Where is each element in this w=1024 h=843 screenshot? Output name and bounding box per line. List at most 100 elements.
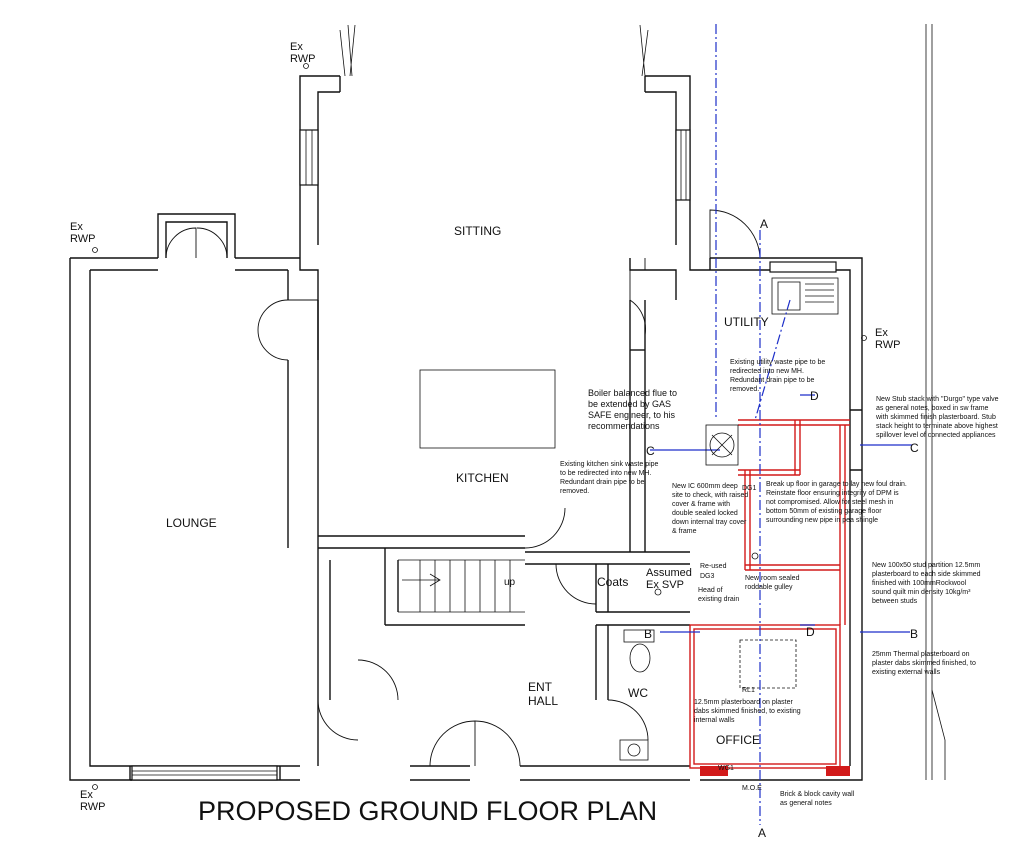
utility-walls bbox=[700, 257, 863, 781]
note-line: dabs skimmed finished, to existing bbox=[694, 708, 801, 715]
room-label-ent: ENT bbox=[528, 680, 553, 694]
note-line: as general notes bbox=[780, 800, 832, 807]
wc-fixtures bbox=[619, 629, 655, 761]
note-line: Head of bbox=[698, 587, 723, 594]
section-marker-d: D bbox=[810, 389, 819, 403]
note-line: plasterboard to each side skimmed bbox=[872, 571, 981, 578]
lounge-walls bbox=[69, 213, 300, 781]
note-line: sound quilt min density 10kg/m³ bbox=[872, 589, 971, 596]
note-line: between studs bbox=[872, 598, 918, 605]
front-windows bbox=[131, 765, 278, 781]
tag-moe: M.O.E bbox=[742, 785, 762, 792]
tag-ex-svp: Ex SVP bbox=[646, 579, 684, 591]
note-new-ic: New IC 600mm deep site to check, with ra… bbox=[672, 483, 748, 535]
note-line: to be redirected into new MH. bbox=[560, 470, 651, 477]
note-head-drain: Head of existing drain bbox=[698, 587, 739, 603]
note-line: recommendations bbox=[588, 421, 660, 431]
note-line: New IC 600mm deep bbox=[672, 483, 738, 490]
room-label-lounge: LOUNGE bbox=[166, 516, 217, 530]
sitting-walls bbox=[299, 24, 691, 258]
note-stub-stack: New Stub stack with "Durgo" type valve a… bbox=[875, 396, 999, 439]
doors bbox=[165, 209, 761, 767]
note-line: Existing kitchen sink waste pipe bbox=[560, 461, 659, 468]
rwp-ex-label: Ex bbox=[290, 41, 303, 53]
room-label-office: OFFICE bbox=[716, 733, 760, 747]
note-line: cover & frame with bbox=[672, 501, 730, 508]
section-marker-c: C bbox=[910, 441, 919, 455]
room-label-coats: Coats bbox=[597, 575, 628, 589]
note-thermal: 25mm Thermal plasterboard on plaster dab… bbox=[872, 651, 976, 676]
kitchen-island bbox=[419, 369, 556, 449]
room-label-utility: UTILITY bbox=[724, 315, 769, 329]
note-line: Brick & block cavity wall bbox=[780, 791, 855, 798]
staircase bbox=[398, 559, 525, 613]
note-line: Redundant drain pipe to be bbox=[560, 479, 645, 486]
rwp-label: RWP bbox=[70, 233, 95, 245]
note-line: existing external walls bbox=[872, 669, 941, 676]
note-line: Break up floor in garage to lay new foul… bbox=[766, 481, 907, 488]
note-boiler: Boiler balanced flue to be extended by G… bbox=[588, 388, 677, 431]
note-line: not compromised. Allow for steel mesh in bbox=[766, 499, 893, 506]
rwp-label: RWP bbox=[290, 53, 315, 65]
note-kitchen-sink: Existing kitchen sink waste pipe to be r… bbox=[560, 461, 659, 495]
note-line: New room sealed bbox=[745, 575, 800, 582]
note-line: stack height to terminate above highest bbox=[876, 423, 998, 430]
note-line: as general notes, boxed in sw frame bbox=[876, 405, 989, 412]
note-line: New 100x50 stud partition 12.5mm bbox=[872, 562, 980, 569]
room-label-wc: WC bbox=[628, 686, 648, 700]
note-line: Existing utility waste pipe to be bbox=[730, 359, 825, 366]
note-line: internal walls bbox=[694, 717, 735, 724]
tag-rl1: RL1 bbox=[742, 687, 755, 694]
note-line: 12.5mm plasterboard on plaster bbox=[694, 699, 793, 706]
section-marker-b: B bbox=[910, 627, 918, 641]
note-line: down internal tray cover bbox=[672, 519, 747, 526]
room-label-hall: HALL bbox=[528, 694, 558, 708]
tags: DG1 DG3 Re-used RL1 WG1 M.O.E Assumed Ex… bbox=[646, 485, 762, 792]
note-line: redirected into new MH. bbox=[730, 368, 804, 375]
note-line: surrounding new pipe in pea shingle bbox=[766, 517, 878, 524]
internal-walls bbox=[129, 258, 710, 781]
section-lines bbox=[92, 24, 912, 825]
note-line: plaster dabs skimmed finished, to bbox=[872, 660, 976, 667]
note-line: with skimmed finish plasterboard. Stub bbox=[875, 414, 996, 421]
note-break-up: Break up floor in garage to lay new foul… bbox=[766, 481, 907, 524]
note-line: existing drain bbox=[698, 596, 739, 603]
note-line: bottom 50mm of existing garage floor bbox=[766, 508, 882, 515]
drawing-title: PROPOSED GROUND FLOOR PLAN bbox=[198, 796, 657, 826]
boundary bbox=[925, 24, 946, 780]
section-marker-d: D bbox=[806, 625, 815, 639]
section-markers: A A B B C C D D bbox=[644, 217, 919, 840]
note-stud: New 100x50 stud partition 12.5mm plaster… bbox=[872, 562, 981, 605]
section-marker-b: B bbox=[644, 627, 652, 641]
note-line: removed. bbox=[730, 386, 759, 393]
section-marker-a: A bbox=[760, 217, 768, 231]
note-brick: Brick & block cavity wall as general not… bbox=[780, 791, 855, 807]
note-gulley: New room sealed roddable gulley bbox=[745, 575, 800, 591]
rwp-labels: Ex RWP Ex RWP Ex RWP Ex RWP bbox=[70, 41, 900, 813]
note-line: finished with 100mmRockwool bbox=[872, 580, 967, 587]
room-labels: SITTING LOUNGE KITCHEN UTILITY Coats ENT… bbox=[166, 224, 769, 747]
room-label-sitting: SITTING bbox=[454, 224, 501, 238]
tag-dg1: DG1 bbox=[742, 485, 757, 492]
rooflight bbox=[739, 639, 797, 689]
tag-wg1: WG1 bbox=[718, 765, 734, 772]
utility-sink bbox=[771, 277, 839, 315]
note-line: 25mm Thermal plasterboard on bbox=[872, 651, 970, 658]
tag-reused: Re-used bbox=[700, 563, 727, 570]
section-marker-a: A bbox=[758, 826, 766, 840]
rwp-label: RWP bbox=[80, 801, 105, 813]
tag-assumed: Assumed bbox=[646, 567, 692, 579]
note-line: site to check, with raised bbox=[672, 492, 748, 499]
note-line: spillover level of connected appliances bbox=[876, 432, 996, 439]
note-utility-waste: Existing utility waste pipe to be redire… bbox=[730, 359, 825, 393]
tag-dg3: DG3 bbox=[700, 573, 715, 580]
note-line: roddable gulley bbox=[745, 584, 793, 591]
note-line: SAFE engineer, to his bbox=[588, 410, 676, 420]
note-line: New Stub stack with "Durgo" type valve bbox=[876, 396, 999, 403]
note-line: Redundant drain pipe to be bbox=[730, 377, 815, 384]
note-line: be extended by GAS bbox=[588, 399, 671, 409]
rwp-ex-label: Ex bbox=[70, 221, 83, 233]
proposed-walls bbox=[689, 419, 850, 776]
